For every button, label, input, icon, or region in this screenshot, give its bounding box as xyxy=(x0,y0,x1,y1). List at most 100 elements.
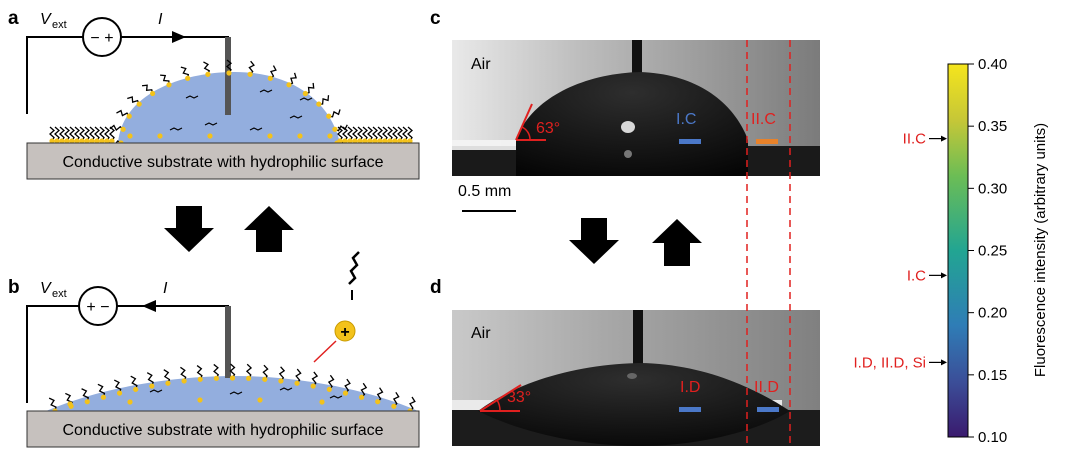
surfactant-molecule xyxy=(180,66,191,81)
region-label-ic: I.C xyxy=(676,111,696,128)
surfactant-molecule xyxy=(163,369,171,386)
surfactant-molecule xyxy=(160,74,172,88)
droplet-surfactants-a xyxy=(107,59,351,147)
colorbar-tick-label: 0.30 xyxy=(978,180,1007,197)
colorbar: 0.400.350.300.250.200.150.10 II.CI.CI.D,… xyxy=(853,56,1049,446)
colorbar-markers: II.CI.CI.D, II.D, Si xyxy=(853,131,947,371)
electrode-a xyxy=(225,37,231,115)
surfactant-molecule xyxy=(81,388,90,405)
needle-c xyxy=(632,40,642,76)
surfactant-molecule xyxy=(326,109,341,119)
monolayer-molecule xyxy=(54,126,60,144)
droplet-c-highlight xyxy=(621,121,635,133)
electrode-b xyxy=(225,306,231,378)
dissolved-molecule xyxy=(249,127,263,131)
bottom-head xyxy=(157,133,163,139)
monolayer-molecule xyxy=(372,126,378,144)
needle-d xyxy=(633,310,643,364)
surfactant-molecule xyxy=(180,366,187,384)
surfactant-molecule xyxy=(130,375,139,392)
monolayer-molecule xyxy=(109,126,115,144)
panel-d: d Air 33° I.D II.D xyxy=(430,277,820,446)
surfactant-molecule xyxy=(326,374,335,392)
dissolved-molecule xyxy=(259,89,273,93)
monolayer-molecule xyxy=(367,126,373,144)
surfactant-molecule xyxy=(286,72,297,88)
current-arrow-a xyxy=(172,31,186,43)
panel-label-b: b xyxy=(8,277,20,298)
colorbar-tick-label: 0.40 xyxy=(978,56,1007,73)
inner-head xyxy=(127,399,133,405)
current-symbol-b: I xyxy=(163,280,168,297)
region-label-iid: II.D xyxy=(754,379,779,396)
surfactant-molecule xyxy=(203,61,211,77)
surface-monolayer-a xyxy=(49,126,413,144)
region-label-id: I.D xyxy=(680,379,700,396)
surfactant-molecule xyxy=(97,383,107,400)
surfactant-molecule xyxy=(245,363,253,381)
monolayer-molecule xyxy=(337,126,343,144)
droplet-surfactants-b xyxy=(48,363,416,414)
voltage-source-b xyxy=(78,286,118,326)
monolayer-molecule xyxy=(94,126,100,144)
released-surfactant-tail xyxy=(348,251,360,285)
monolayer-molecule xyxy=(387,126,393,144)
colorbar-ticks: 0.400.350.300.250.200.150.10 xyxy=(968,56,1007,446)
monolayer-molecule xyxy=(377,126,383,144)
colorbar-axis-label: Fluorescence intensity (arbitrary units) xyxy=(1032,123,1049,377)
panel-a: a − + V ext I Conductive substrate with … xyxy=(8,8,420,180)
surfactant-molecule xyxy=(375,387,384,405)
medium-label-d: Air xyxy=(471,325,491,342)
monolayer-molecule xyxy=(397,126,403,144)
surfactant-molecule xyxy=(225,59,233,76)
substrate-a xyxy=(26,142,420,180)
colorbar-tick-label: 0.20 xyxy=(978,305,1007,322)
dissolved-molecule xyxy=(289,115,303,119)
surfactant-molecule xyxy=(146,372,155,389)
inner-head xyxy=(197,397,203,403)
down-arrow-right xyxy=(569,218,619,264)
dissolved-molecule xyxy=(185,95,199,99)
substrate-caption-a: Conductive substrate with hydrophilic su… xyxy=(62,154,383,171)
surfactant-molecule xyxy=(316,95,330,107)
colorbar-tick-label: 0.25 xyxy=(978,243,1007,260)
colorbar-marker-label: I.C xyxy=(907,267,926,284)
surfactant-molecule xyxy=(127,96,142,107)
panel-c: c Air 63° I.C II.C 0.5 mm xyxy=(430,8,820,212)
surfactant-molecule xyxy=(358,382,368,400)
bottom-head xyxy=(127,133,133,139)
region-marker-iid xyxy=(757,407,779,412)
contact-angle-d: 33° xyxy=(507,389,531,406)
monolayer-molecule xyxy=(407,126,413,144)
dissolved-molecule xyxy=(279,387,293,391)
bottom-head xyxy=(267,133,273,139)
monolayer-molecule xyxy=(357,126,363,144)
surfactant-molecule xyxy=(332,124,348,132)
surfactant-molecule xyxy=(247,60,255,77)
scale-bar-label: 0.5 mm xyxy=(458,183,511,200)
surfactant-molecule xyxy=(302,82,315,97)
monolayer-molecule xyxy=(347,126,353,144)
colorbar-tick-label: 0.15 xyxy=(978,367,1007,384)
plus-sign: + xyxy=(340,324,349,341)
surfactant-molecule xyxy=(229,363,236,381)
voltage-subscript-b: ext xyxy=(52,288,67,300)
monolayer-molecule xyxy=(342,126,348,144)
surfactant-molecule xyxy=(342,378,351,396)
substrate-caption-b: Conductive substrate with hydrophilic su… xyxy=(62,422,383,439)
surfactant-molecule xyxy=(113,379,123,396)
colorbar-gradient xyxy=(947,63,969,438)
monolayer-molecule xyxy=(84,126,90,144)
surfactant-molecule xyxy=(213,363,220,381)
monolayer-molecule xyxy=(382,126,388,144)
surfactant-molecule xyxy=(196,365,203,382)
polarity-b: + − xyxy=(86,299,109,316)
voltage-symbol-b: V xyxy=(40,280,52,297)
colorbar-marker-label: II.C xyxy=(903,131,927,148)
monolayer-molecule xyxy=(392,126,398,144)
inner-head xyxy=(257,397,263,403)
monolayer-molecule xyxy=(99,126,105,144)
monolayer-molecule xyxy=(89,126,95,144)
contact-angle-c: 63° xyxy=(536,120,560,137)
region-marker-iic xyxy=(756,139,778,144)
